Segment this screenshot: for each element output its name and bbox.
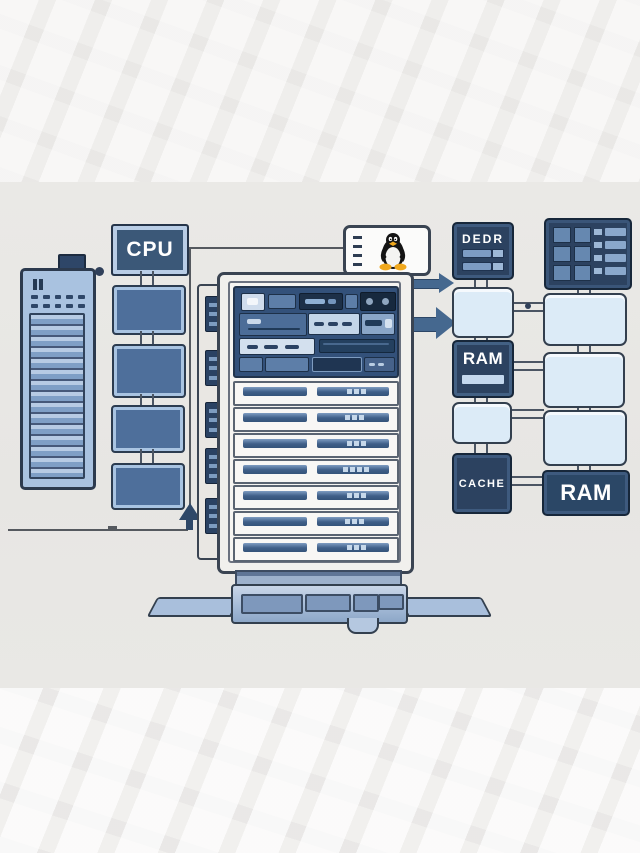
drive-bay-row bbox=[233, 511, 399, 536]
cpu-chain-box bbox=[111, 405, 185, 453]
chain-connector bbox=[140, 331, 154, 344]
base-tab bbox=[347, 618, 379, 634]
bus-tick bbox=[108, 526, 117, 530]
dimm-grid-panel bbox=[544, 218, 632, 290]
drive-slot bbox=[312, 357, 362, 372]
cpu-chain-box bbox=[112, 344, 186, 398]
node-connector bbox=[474, 275, 488, 287]
server-front-panel bbox=[228, 281, 401, 563]
base-slot bbox=[353, 594, 379, 612]
panel-button bbox=[345, 294, 358, 309]
tux-linux-icon bbox=[379, 232, 407, 270]
bottom-bus-line bbox=[8, 529, 188, 531]
drive-slot bbox=[319, 339, 395, 353]
flow-arrow-large-icon bbox=[436, 307, 456, 339]
base-wing-left bbox=[146, 597, 242, 617]
base-slot bbox=[305, 594, 351, 612]
cpu-chain-box bbox=[112, 285, 186, 335]
panel-button bbox=[364, 357, 395, 372]
panel-button bbox=[241, 293, 265, 311]
cpu-bus-vertical-line bbox=[189, 249, 191, 511]
node-connector bbox=[474, 439, 488, 454]
base-slot bbox=[378, 594, 404, 610]
ddr-box: DEDR bbox=[452, 222, 514, 280]
cpu-label: CPU bbox=[126, 238, 174, 261]
tower-dash-row bbox=[31, 304, 85, 308]
server-tower bbox=[217, 272, 414, 574]
node-connector-horizontal bbox=[507, 409, 544, 419]
background-pattern-top bbox=[0, 0, 640, 182]
memory-node bbox=[452, 287, 514, 338]
tower-heatsink-fins bbox=[29, 313, 85, 479]
flow-arrow-small-shaft bbox=[411, 279, 441, 289]
flow-arrow-small-icon bbox=[439, 273, 454, 293]
panel-display bbox=[299, 293, 343, 310]
drive-bay-row bbox=[233, 537, 399, 562]
chain-connector bbox=[140, 271, 154, 285]
linux-card bbox=[343, 225, 431, 276]
memory-node bbox=[543, 410, 627, 466]
memory-tower bbox=[20, 268, 96, 490]
card-pin-dashes bbox=[353, 235, 362, 266]
drive-bay-row bbox=[233, 381, 399, 406]
ram-right-box: RAM bbox=[542, 470, 630, 516]
keyboard-base bbox=[231, 584, 408, 624]
memory-node bbox=[452, 402, 512, 444]
base-slot bbox=[241, 594, 303, 614]
ram-left-box: RAM bbox=[452, 340, 514, 398]
node-connector bbox=[577, 341, 591, 353]
dimm-grid bbox=[553, 227, 591, 281]
vent-panel bbox=[308, 313, 360, 335]
floppy-drive bbox=[239, 313, 307, 336]
node-connector-horizontal bbox=[509, 361, 543, 371]
tower-dash-row bbox=[31, 295, 85, 299]
cpu-to-card-line bbox=[185, 247, 345, 249]
ddr-label: DEDR bbox=[461, 232, 504, 246]
base-wing-right bbox=[397, 597, 493, 617]
io-connector bbox=[205, 402, 220, 438]
dimm-spec-rows bbox=[594, 228, 626, 280]
drive-bay-row bbox=[233, 485, 399, 510]
ram-left-label: RAM bbox=[462, 349, 504, 368]
drive-bay-row bbox=[233, 407, 399, 432]
drive-bay-row bbox=[233, 459, 399, 484]
vent-panel bbox=[239, 338, 315, 355]
memory-node bbox=[543, 352, 625, 408]
drive-bay-row bbox=[233, 433, 399, 458]
server-control-panel bbox=[233, 286, 399, 378]
panel-button bbox=[265, 357, 309, 372]
background-pattern-bottom bbox=[0, 688, 640, 853]
connector-dot bbox=[525, 303, 531, 309]
cache-label: CACHE bbox=[458, 477, 506, 490]
tower-power-mark bbox=[33, 279, 37, 290]
port-panel bbox=[360, 292, 396, 311]
up-arrow-shaft bbox=[186, 517, 193, 530]
chain-connector bbox=[140, 394, 154, 405]
node-connector bbox=[577, 461, 591, 471]
panel-button bbox=[239, 357, 263, 372]
drive-slot bbox=[361, 313, 395, 335]
cpu-box: CPU bbox=[111, 224, 189, 276]
io-connector bbox=[205, 448, 220, 484]
bus-node-dot bbox=[95, 267, 104, 276]
ram-right-label: RAM bbox=[560, 480, 612, 505]
memory-node bbox=[543, 293, 627, 346]
panel-button bbox=[268, 294, 296, 309]
cpu-chain-box bbox=[111, 463, 185, 510]
node-connector-horizontal bbox=[507, 476, 543, 486]
cache-box: CACHE bbox=[452, 453, 512, 514]
chain-connector bbox=[140, 449, 154, 463]
